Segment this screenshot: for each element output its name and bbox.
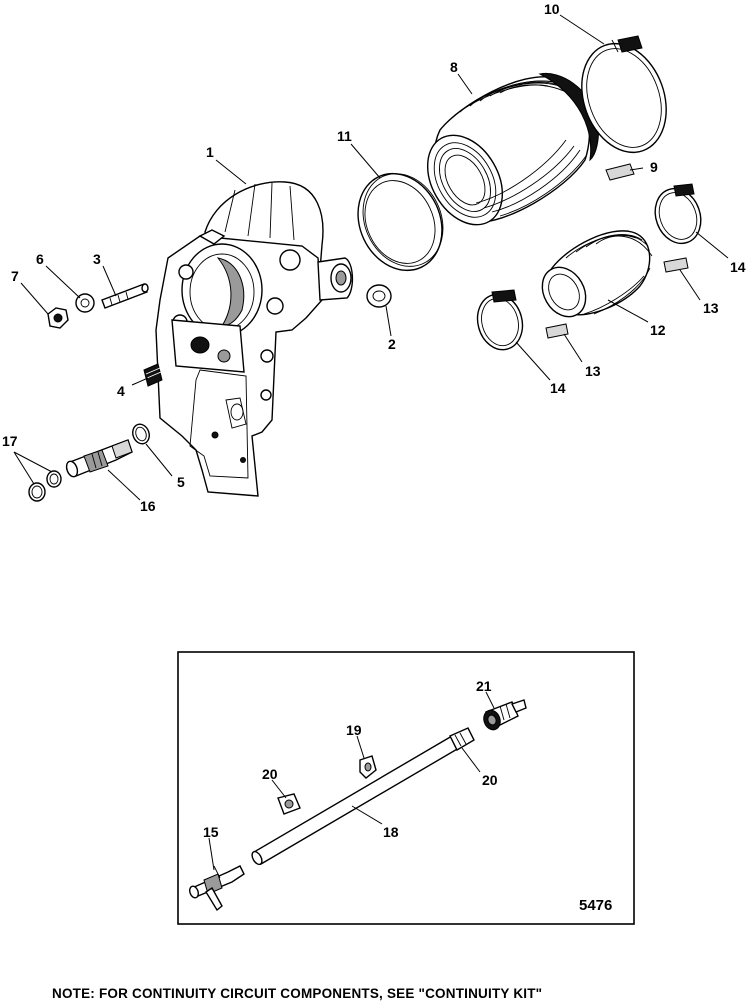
callout-8: 8 xyxy=(450,59,458,75)
callout-14-upper: 14 xyxy=(730,259,746,275)
connector-o-rings-part xyxy=(28,470,62,502)
stud-part xyxy=(101,283,149,309)
continuity-note: NOTE: FOR CONTINUITY CIRCUIT COMPONENTS,… xyxy=(52,986,543,1001)
callout-13-lower: 13 xyxy=(585,363,601,379)
callout-10: 10 xyxy=(544,1,560,17)
stud-nut-part xyxy=(47,307,69,329)
callout-17: 17 xyxy=(2,433,18,449)
callout-15: 15 xyxy=(203,824,219,840)
exhaust-tube-ring-part xyxy=(357,172,444,272)
small-hose-clamp-part-upper xyxy=(654,183,702,245)
stud-washer-part xyxy=(75,293,95,313)
callout-20-right: 20 xyxy=(482,772,498,788)
washer-part xyxy=(366,284,392,308)
callout-7: 7 xyxy=(11,268,19,284)
continuity-connector-part xyxy=(65,439,133,478)
callout-12: 12 xyxy=(650,322,666,338)
figure-number: 5476 xyxy=(579,897,612,914)
callout-20-left: 20 xyxy=(262,766,278,782)
continuity-tube-part xyxy=(251,727,475,866)
tube-clamp-part-left xyxy=(277,793,301,815)
callout-6: 6 xyxy=(36,251,44,267)
continuity-kit-inset-frame xyxy=(177,651,635,925)
callout-11: 11 xyxy=(337,128,352,144)
callout-3: 3 xyxy=(93,251,101,267)
bellows-clip-part-upper xyxy=(663,257,689,273)
gimbal-housing-part xyxy=(155,181,354,497)
continuity-end-connector-part xyxy=(189,865,245,912)
large-hose-clamp-part xyxy=(581,35,667,154)
callout-1: 1 xyxy=(206,144,214,160)
callout-21: 21 xyxy=(476,678,492,694)
small-hose-clamp-part-lower xyxy=(476,289,524,351)
bellows-clip-part-lower xyxy=(545,323,569,339)
exhaust-bellows-part xyxy=(426,72,599,226)
tube-clip-part xyxy=(359,755,377,779)
o-ring-part xyxy=(132,423,150,445)
callout-5: 5 xyxy=(177,474,185,490)
plug-part xyxy=(143,363,163,387)
retaining-clip-part xyxy=(605,163,635,181)
callout-16: 16 xyxy=(140,498,156,514)
callout-18: 18 xyxy=(383,824,399,840)
callout-9: 9 xyxy=(650,159,658,175)
callout-2: 2 xyxy=(388,336,396,352)
shift-cable-bellows-part xyxy=(541,230,653,318)
callout-13-upper: 13 xyxy=(703,300,719,316)
continuity-fitting-part xyxy=(483,699,527,731)
leader-lines-lower xyxy=(208,691,495,871)
callout-19: 19 xyxy=(346,722,362,738)
callout-14-lower: 14 xyxy=(550,380,566,396)
callout-4: 4 xyxy=(117,383,125,399)
leader-lines-upper xyxy=(13,14,729,501)
